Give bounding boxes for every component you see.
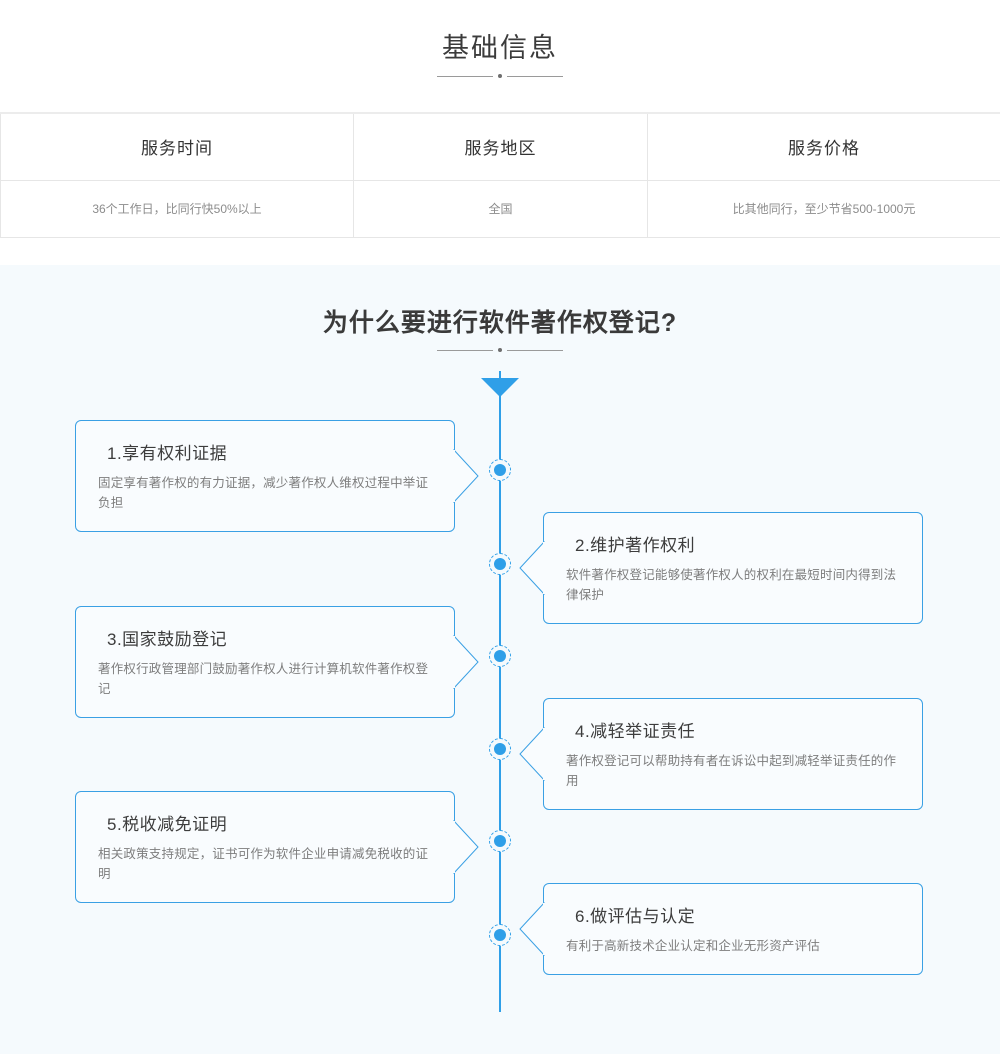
timeline-node-dot-icon <box>489 459 511 481</box>
timeline-node-core <box>494 929 506 941</box>
timeline-node-dot-icon <box>489 645 511 667</box>
rule-left-bar <box>437 75 493 77</box>
timeline-node-core <box>494 835 506 847</box>
rule-right-bar <box>507 349 563 351</box>
table-header-cell: 服务地区 <box>353 112 648 181</box>
timeline-card-title: 2.维护著作权利 <box>575 536 696 555</box>
why-title-decorative-rule <box>0 348 1000 352</box>
table-row: 36个工作日，比同行快50%以上 全国 比其他同行，至少节省500-1000元 <box>0 179 1000 238</box>
chevron-right-icon <box>453 820 479 874</box>
rule-right-bar <box>507 75 563 77</box>
timeline-spine <box>499 371 501 1012</box>
timeline-card-body: 有利于高新技术企业认定和企业无形资产评估 <box>566 939 821 953</box>
basic-info-table: 服务时间 服务地区 服务价格 36个工作日，比同行快50%以上 全国 比其他同行… <box>0 112 1000 238</box>
rule-center-dot-icon <box>498 348 502 352</box>
timeline-card-title: 1.享有权利证据 <box>107 444 228 463</box>
chevron-mask <box>543 903 546 955</box>
table-cell: 36个工作日，比同行快50%以上 <box>0 179 354 238</box>
timeline-card[interactable]: 4.减轻举证责任著作权登记可以帮助持有者在诉讼中起到减轻举证责任的作用 <box>519 698 923 810</box>
table-header-row: 服务时间 服务地区 服务价格 <box>0 112 1000 181</box>
chevron-right-icon <box>453 635 479 689</box>
timeline-node-dot-icon <box>489 738 511 760</box>
chevron-left-icon <box>519 727 545 781</box>
title-decorative-rule <box>0 74 1000 78</box>
chevron-mask <box>543 728 546 780</box>
timeline-node-core <box>494 650 506 662</box>
timeline-card-title: 6.做评估与认定 <box>575 907 696 926</box>
timeline-card-body: 相关政策支持规定，证书可作为软件企业申请减免税收的证明 <box>98 847 429 881</box>
rule-left-bar <box>437 349 493 351</box>
timeline-card[interactable]: 6.做评估与认定有利于高新技术企业认定和企业无形资产评估 <box>519 883 923 975</box>
table-cell: 全国 <box>353 179 648 238</box>
table-cell: 比其他同行，至少节省500-1000元 <box>647 179 1000 238</box>
chevron-mask <box>452 821 455 873</box>
chevron-right-icon <box>453 449 479 503</box>
why-title-block: 为什么要进行软件著作权登记? <box>0 304 1000 352</box>
rule-center-dot-icon <box>498 74 502 78</box>
basic-info-section: 基础信息 服务时间 服务地区 服务价格 36个工作日，比同行快50%以上 全国 … <box>0 0 1000 265</box>
chevron-left-icon <box>519 541 545 595</box>
chevron-mask <box>452 450 455 502</box>
timeline-card-title: 3.国家鼓励登记 <box>107 630 228 649</box>
timeline-card-title: 5.税收减免证明 <box>107 815 228 834</box>
table-header-cell: 服务价格 <box>647 112 1000 181</box>
timeline-node-core <box>494 558 506 570</box>
timeline-node-dot-icon <box>489 830 511 852</box>
timeline-card-list: 1.享有权利证据固定享有著作权的有力证据，减少著作权人维权过程中举证负担 2.维护… <box>0 265 1000 1054</box>
chevron-left-icon <box>519 902 545 956</box>
timeline-node-dot-icon <box>489 553 511 575</box>
chevron-mask <box>543 542 546 594</box>
timeline-card-title: 4.减轻举证责任 <box>575 722 696 741</box>
timeline-card[interactable]: 5.税收减免证明相关政策支持规定，证书可作为软件企业申请减免税收的证明 <box>75 791 479 903</box>
timeline-card[interactable]: 2.维护著作权利软件著作权登记能够使著作权人的权利在最短时间内得到法律保护 <box>519 512 923 624</box>
chevron-mask <box>452 636 455 688</box>
table-header-cell: 服务时间 <box>0 112 354 181</box>
basic-info-title-block: 基础信息 <box>0 28 1000 78</box>
timeline-card-body: 著作权行政管理部门鼓励著作权人进行计算机软件著作权登记 <box>98 662 429 696</box>
timeline-card-body: 软件著作权登记能够使著作权人的权利在最短时间内得到法律保护 <box>566 568 897 602</box>
why-section-title: 为什么要进行软件著作权登记? <box>322 309 678 337</box>
timeline-node-core <box>494 743 506 755</box>
timeline-node-dot-icon <box>489 924 511 946</box>
timeline-card[interactable]: 1.享有权利证据固定享有著作权的有力证据，减少著作权人维权过程中举证负担 <box>75 420 479 532</box>
timeline-card[interactable]: 3.国家鼓励登记著作权行政管理部门鼓励著作权人进行计算机软件著作权登记 <box>75 606 479 718</box>
why-register-section: 为什么要进行软件著作权登记? 1.享有权利证据固定享有著作权的有力证据，减少著作… <box>0 265 1000 1054</box>
timeline-card-body: 固定享有著作权的有力证据，减少著作权人维权过程中举证负担 <box>98 476 429 510</box>
timeline-node-core <box>494 464 506 476</box>
page-title: 基础信息 <box>442 33 558 63</box>
timeline-card-body: 著作权登记可以帮助持有者在诉讼中起到减轻举证责任的作用 <box>566 754 897 788</box>
